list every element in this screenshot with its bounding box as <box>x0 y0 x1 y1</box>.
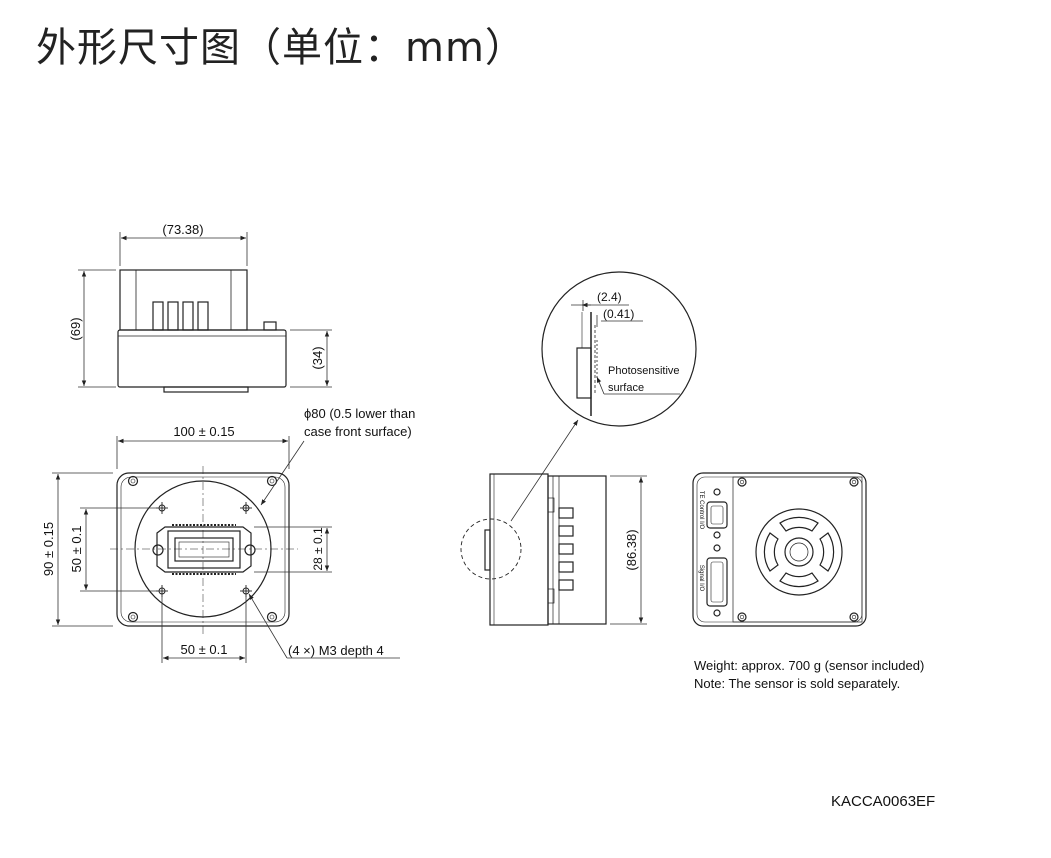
top-view <box>117 269 287 393</box>
sensor-dim: 28 ± 0.1 <box>311 527 325 571</box>
corner-screw-icons <box>127 475 278 623</box>
weight-note: Weight: approx. 700 g (sensor included) <box>694 658 925 673</box>
top-body-dim: (34) <box>310 346 325 369</box>
document-code: KACCA0063EF <box>831 793 936 810</box>
phi-note-line2: case front surface) <box>304 424 412 439</box>
side-heatsink <box>547 475 607 625</box>
phi-note-line1: ϕ80 (0.5 lower than <box>304 406 415 421</box>
signal-io-connector-icon <box>706 544 728 617</box>
control-io-label: TE Control I/O <box>698 491 704 530</box>
side-dimensions <box>610 475 647 625</box>
top-width-dim: (73.38) <box>162 222 203 237</box>
detail-callout-circle <box>460 518 522 580</box>
rear-view <box>692 472 867 627</box>
detail-label-line2: surface <box>608 382 644 394</box>
rear-screw-icons <box>737 477 859 622</box>
page-title: 外形尺寸图（单位：mm） <box>36 25 526 71</box>
side-view <box>460 473 607 626</box>
detail-dimensions <box>510 300 680 522</box>
top-knob <box>263 321 277 331</box>
fan-icon <box>755 508 843 596</box>
top-body <box>117 329 287 388</box>
m3-hole-icons <box>156 502 252 597</box>
sensor-icon <box>152 524 256 575</box>
sensor-note: Note: The sensor is sold separately. <box>694 676 901 691</box>
detail-circle <box>541 271 697 427</box>
detail-dim-a: (2.4) <box>597 290 622 304</box>
screw-note: (4 ×) M3 depth 4 <box>288 643 384 658</box>
top-height-dim: (69) <box>68 317 83 340</box>
side-body <box>489 473 549 626</box>
rear-case <box>692 472 867 627</box>
top-fins <box>152 301 209 331</box>
detail-dim-b: (0.41) <box>603 307 634 321</box>
front-height-dim: 90 ± 0.15 <box>41 522 56 576</box>
front-inner-height-dim: 50 ± 0.1 <box>69 526 84 573</box>
front-inner-width-dim: 50 ± 0.1 <box>181 642 228 657</box>
top-dimensions <box>78 232 332 388</box>
signal-io-label: Signal I/O <box>698 565 704 592</box>
side-fins <box>547 497 574 604</box>
detail-label-line1: Photosensitive <box>608 365 680 377</box>
control-io-connector-icon <box>706 488 728 539</box>
front-dimensions <box>52 436 400 663</box>
front-width-dim: 100 ± 0.15 <box>173 424 234 439</box>
detail-view <box>541 271 697 427</box>
front-view <box>110 466 298 635</box>
side-height-dim: (86.38) <box>624 529 639 570</box>
top-lip <box>163 386 249 393</box>
